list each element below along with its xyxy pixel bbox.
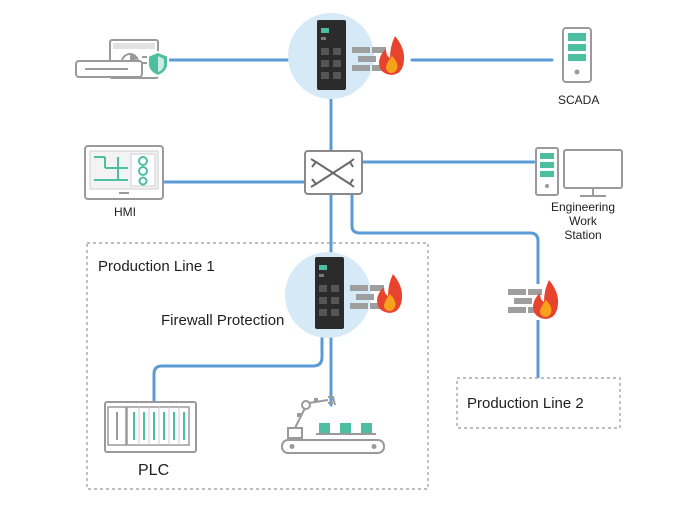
link-firewall2-plc xyxy=(152,336,324,404)
production-line-1-zone xyxy=(86,242,429,490)
brick-wall-flame-icon-top xyxy=(352,36,405,75)
brick-wall-flame-icon-line2 xyxy=(505,280,561,320)
plc-rack-icon xyxy=(104,401,197,453)
production-line-1-label: Production Line 1 xyxy=(98,258,215,275)
network-links xyxy=(152,58,554,407)
hmi-label: HMI xyxy=(114,205,136,219)
hmi-panel-icon xyxy=(84,145,164,200)
server-tower-icon xyxy=(562,27,592,83)
engineering-label-line1: Engineering xyxy=(550,200,616,214)
robot-arm-conveyor-icon xyxy=(281,396,385,454)
link-switch-productionline2 xyxy=(350,192,540,380)
firewall-protection-label: Firewall Protection xyxy=(161,312,285,329)
switch-icon xyxy=(304,150,363,195)
firewall-appliance-icon-top xyxy=(288,13,374,99)
engineering-workstation-icon xyxy=(535,147,623,197)
laptop-shield-icon xyxy=(75,39,169,79)
engineering-workstation-label: Engineering Work Station xyxy=(538,200,628,242)
firewall-appliance-icon-line1 xyxy=(285,252,371,338)
engineering-label-line2: Work xyxy=(569,214,597,228)
production-line-2-label: Production Line 2 xyxy=(467,395,584,412)
brick-wall-flame-icon-line1 xyxy=(350,274,403,313)
scada-label: SCADA xyxy=(558,93,600,107)
engineering-label-line3: Station xyxy=(564,228,602,242)
production-line-2-zone xyxy=(456,377,621,429)
plc-label: PLC xyxy=(138,462,170,479)
